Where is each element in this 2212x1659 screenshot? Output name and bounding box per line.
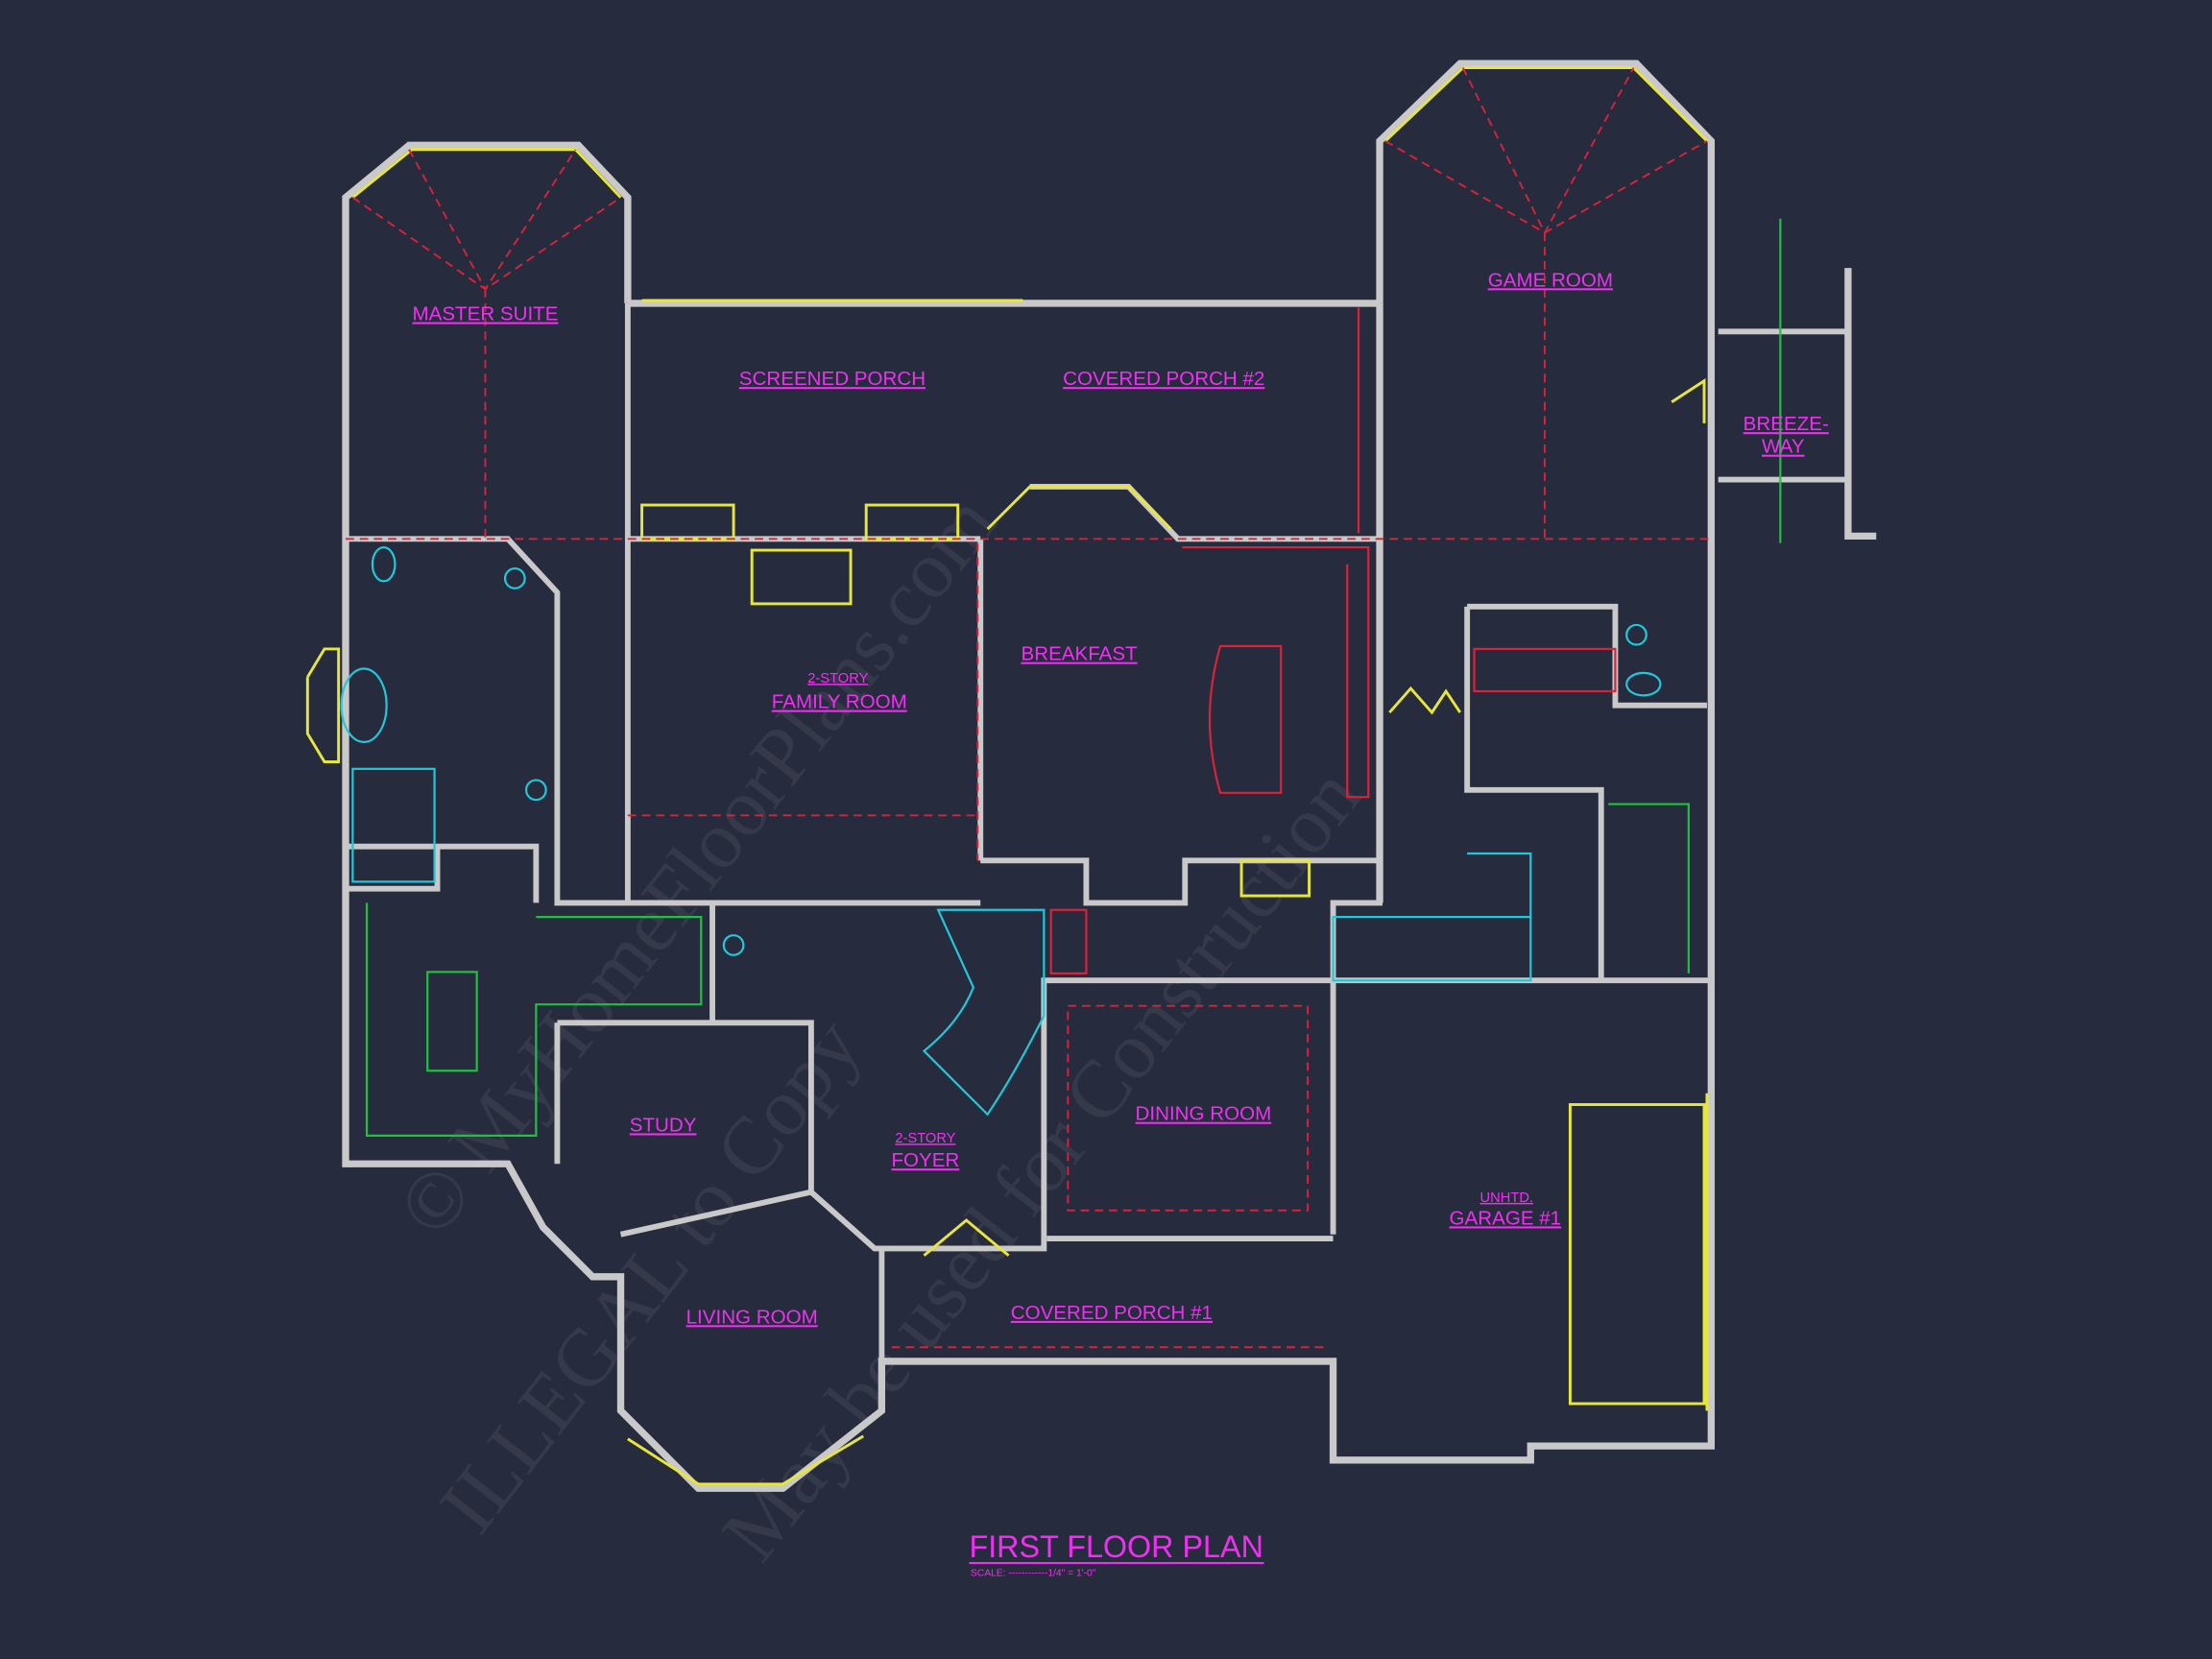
windows-doors (305, 66, 1709, 1486)
label-family-room-note: 2-STORY (807, 671, 868, 686)
room-labels: MASTER SUITE SCREENED PORCH COVERED PORC… (412, 269, 1828, 1328)
label-dining-room: DINING ROOM (1136, 1103, 1272, 1125)
label-breakfast: BREAKFAST (1022, 643, 1139, 665)
exterior-walls (342, 60, 1877, 1492)
label-game-room: GAME ROOM (1488, 269, 1613, 291)
plan-scale: SCALE: ------------1/4" = 1'-0" (971, 1568, 1096, 1578)
plan-title: FIRST FLOOR PLAN (969, 1529, 1262, 1564)
label-foyer-note: 2-STORY (895, 1131, 955, 1146)
label-garage: GARAGE #1 (1450, 1207, 1562, 1229)
label-garage-note: UNHTD. (1480, 1190, 1533, 1206)
label-breezeway-2: WAY (1762, 436, 1805, 458)
label-covered-porch-1: COVERED PORCH #1 (1011, 1302, 1213, 1324)
ceiling-lines (346, 67, 1712, 1349)
label-screened-porch: SCREENED PORCH (739, 368, 926, 390)
label-foyer: FOYER (891, 1149, 959, 1171)
label-family-room: FAMILY ROOM (772, 691, 907, 713)
title-block: FIRST FLOOR PLAN SCALE: ------------1/4"… (969, 1529, 1264, 1578)
label-living-room: LIVING ROOM (686, 1306, 818, 1328)
label-study: STUDY (630, 1114, 697, 1136)
label-breezeway-1: BREEZE- (1743, 413, 1829, 435)
label-master-suite: MASTER SUITE (412, 303, 558, 325)
label-covered-porch-2: COVERED PORCH #2 (1063, 368, 1264, 390)
stairs-fixtures (340, 218, 1782, 1137)
